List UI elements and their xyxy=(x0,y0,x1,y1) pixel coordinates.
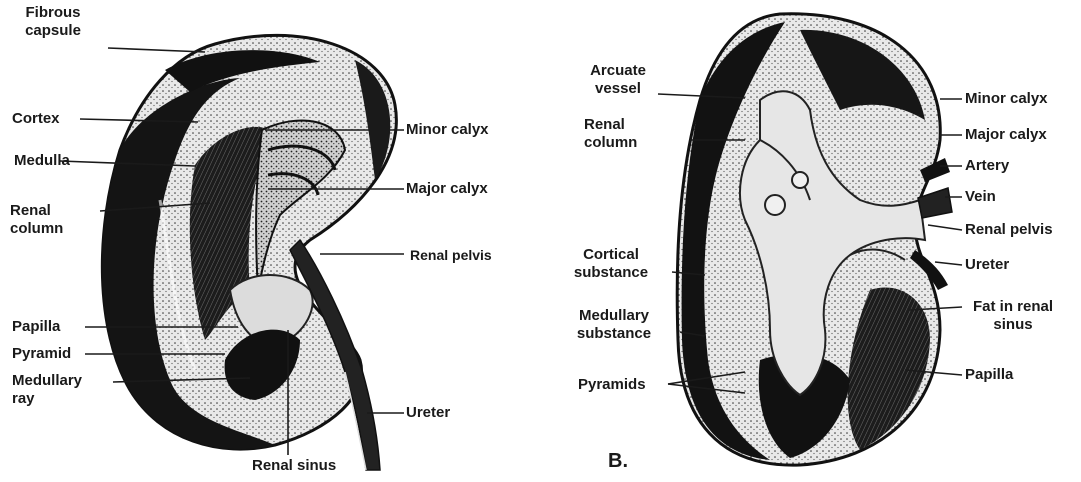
label-pyramid: Pyramid xyxy=(12,345,71,363)
kidney-b-drawing xyxy=(677,14,952,465)
label-ureter-b: Ureter xyxy=(965,256,1009,274)
label-renal-column-b: Renal column xyxy=(584,116,637,152)
label-renal-column-a: Renal column xyxy=(10,202,63,238)
figure-letter-b: B. xyxy=(608,450,628,472)
label-cortex: Cortex xyxy=(12,110,60,128)
label-papilla-a: Papilla xyxy=(12,318,60,336)
label-minor-calyx-a: Minor calyx xyxy=(406,121,489,139)
label-medullary-substance: Medullary substance xyxy=(552,307,676,343)
label-renal-pelvis-a: Renal pelvis xyxy=(410,246,492,264)
label-pyramids: Pyramids xyxy=(578,376,646,394)
label-fibrous-capsule: Fibrous capsule xyxy=(8,4,98,40)
label-major-calyx-b: Major calyx xyxy=(965,126,1047,144)
kidney-a-drawing xyxy=(102,35,396,470)
label-fat-in-renal-sinus: Fat in renal sinus xyxy=(958,298,1068,334)
label-artery: Artery xyxy=(965,157,1009,175)
label-arcuate-vessel: Arcuate vessel xyxy=(575,62,661,98)
label-minor-calyx-b: Minor calyx xyxy=(965,90,1048,108)
label-ureter-a: Ureter xyxy=(406,404,450,422)
label-papilla-b: Papilla xyxy=(965,366,1013,384)
label-renal-pelvis-b: Renal pelvis xyxy=(965,221,1053,239)
label-major-calyx-a: Major calyx xyxy=(406,180,488,198)
label-medullary-ray: Medullary ray xyxy=(12,372,82,408)
label-renal-sinus: Renal sinus xyxy=(252,457,336,475)
label-cortical-substance: Cortical substance xyxy=(552,246,670,282)
label-medulla: Medulla xyxy=(14,152,70,170)
label-vein: Vein xyxy=(965,188,996,206)
